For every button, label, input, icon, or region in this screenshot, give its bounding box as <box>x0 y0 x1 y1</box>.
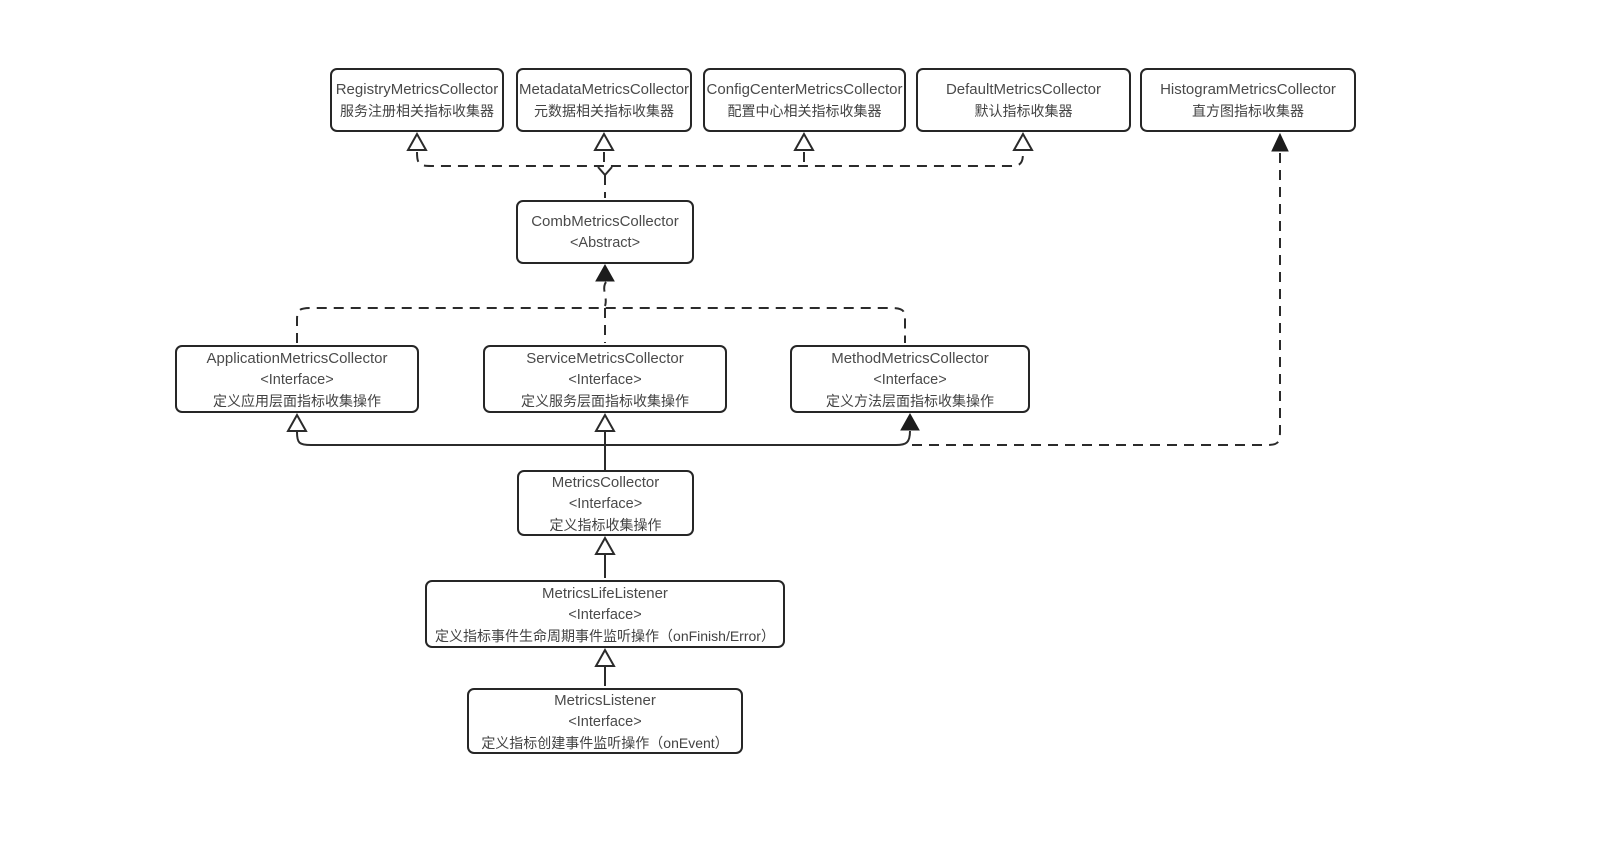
hollow-arrowhead-metadata <box>593 131 615 151</box>
node-title: MethodMetricsCollector <box>831 349 989 367</box>
node-default-metrics-collector: DefaultMetricsCollector 默认指标收集器 <box>916 68 1131 132</box>
node-title: MetadataMetricsCollector <box>518 81 690 98</box>
node-comb-metrics-collector: CombMetricsCollector <Abstract> <box>516 200 694 264</box>
edge-comb-bottom-stem <box>603 281 607 307</box>
edge-interfaces-to-comb-bus <box>296 307 906 343</box>
node-desc: 定义方法层面指标收集操作 <box>826 392 994 409</box>
node-title: RegistryMetricsCollector <box>335 81 499 98</box>
node-metrics-listener: MetricsListener <Interface> 定义指标创建事件监听操作… <box>467 688 743 754</box>
node-histogram-metrics-collector: HistogramMetricsCollector 直方图指标收集器 <box>1140 68 1356 132</box>
edge-fork-left <box>597 166 606 176</box>
node-desc: 服务注册相关指标收集器 <box>340 103 494 119</box>
node-stereotype: <Abstract> <box>569 235 641 251</box>
node-stereotype: <Interface> <box>568 713 642 730</box>
node-desc: 定义服务层面指标收集操作 <box>521 392 689 409</box>
filled-arrowhead-histogram <box>1271 132 1289 152</box>
node-desc: 元数据相关指标收集器 <box>534 103 674 119</box>
node-title: HistogramMetricsCollector <box>1160 81 1336 98</box>
node-title: MetricsCollector <box>551 473 660 491</box>
edge-lower-solid-bus <box>296 430 911 446</box>
node-desc: 默认指标收集器 <box>974 103 1073 119</box>
node-stereotype: <Interface> <box>568 495 643 512</box>
node-title: MetricsLifeListener <box>542 584 668 602</box>
hollow-arrowhead-registry <box>406 131 428 151</box>
node-desc: 直方图指标收集器 <box>1192 103 1304 119</box>
node-title: CombMetricsCollector <box>531 213 679 230</box>
hollow-arrowhead-service <box>594 412 616 432</box>
filled-arrowhead-comb <box>595 263 615 282</box>
node-desc: 定义指标事件生命周期事件监听操作（onFinish/Error） <box>435 627 775 644</box>
hollow-arrowhead-metricscollector <box>594 535 616 555</box>
node-desc: 配置中心相关指标收集器 <box>727 103 882 119</box>
node-desc: 定义应用层面指标收集操作 <box>213 392 381 409</box>
hollow-arrowhead-application <box>286 412 308 432</box>
node-metrics-collector: MetricsCollector <Interface> 定义指标收集操作 <box>517 470 694 536</box>
node-registry-metrics-collector: RegistryMetricsCollector 服务注册相关指标收集器 <box>330 68 504 132</box>
node-stereotype: <Interface> <box>260 371 334 388</box>
node-configcenter-metrics-collector: ConfigCenterMetricsCollector 配置中心相关指标收集器 <box>703 68 906 132</box>
edge-comb-to-top-bus <box>416 151 1024 167</box>
node-title: ConfigCenterMetricsCollector <box>706 81 903 98</box>
filled-arrowhead-method <box>900 412 920 431</box>
node-service-metrics-collector: ServiceMetricsCollector <Interface> 定义服务… <box>483 345 727 413</box>
edge-to-histogram <box>912 152 1281 446</box>
node-title: MetricsListener <box>554 691 656 709</box>
node-title: ApplicationMetricsCollector <box>206 349 388 367</box>
node-desc: 定义指标收集操作 <box>549 516 662 533</box>
edge-fork-right <box>604 166 613 176</box>
node-title: ServiceMetricsCollector <box>526 349 684 367</box>
node-application-metrics-collector: ApplicationMetricsCollector <Interface> … <box>175 345 419 413</box>
node-metrics-life-listener: MetricsLifeListener <Interface> 定义指标事件生命… <box>425 580 785 648</box>
node-metadata-metrics-collector: MetadataMetricsCollector 元数据相关指标收集器 <box>516 68 692 132</box>
node-stereotype: <Interface> <box>873 371 947 388</box>
hollow-arrowhead-lifelistener <box>594 647 616 667</box>
node-method-metrics-collector: MethodMetricsCollector <Interface> 定义方法层… <box>790 345 1030 413</box>
node-stereotype: <Interface> <box>568 606 642 623</box>
node-desc: 定义指标创建事件监听操作（onEvent） <box>481 734 729 751</box>
hollow-arrowhead-default <box>1012 131 1034 151</box>
hollow-arrowhead-configcenter <box>793 131 815 151</box>
node-title: DefaultMetricsCollector <box>945 81 1102 98</box>
node-stereotype: <Interface> <box>568 371 642 388</box>
